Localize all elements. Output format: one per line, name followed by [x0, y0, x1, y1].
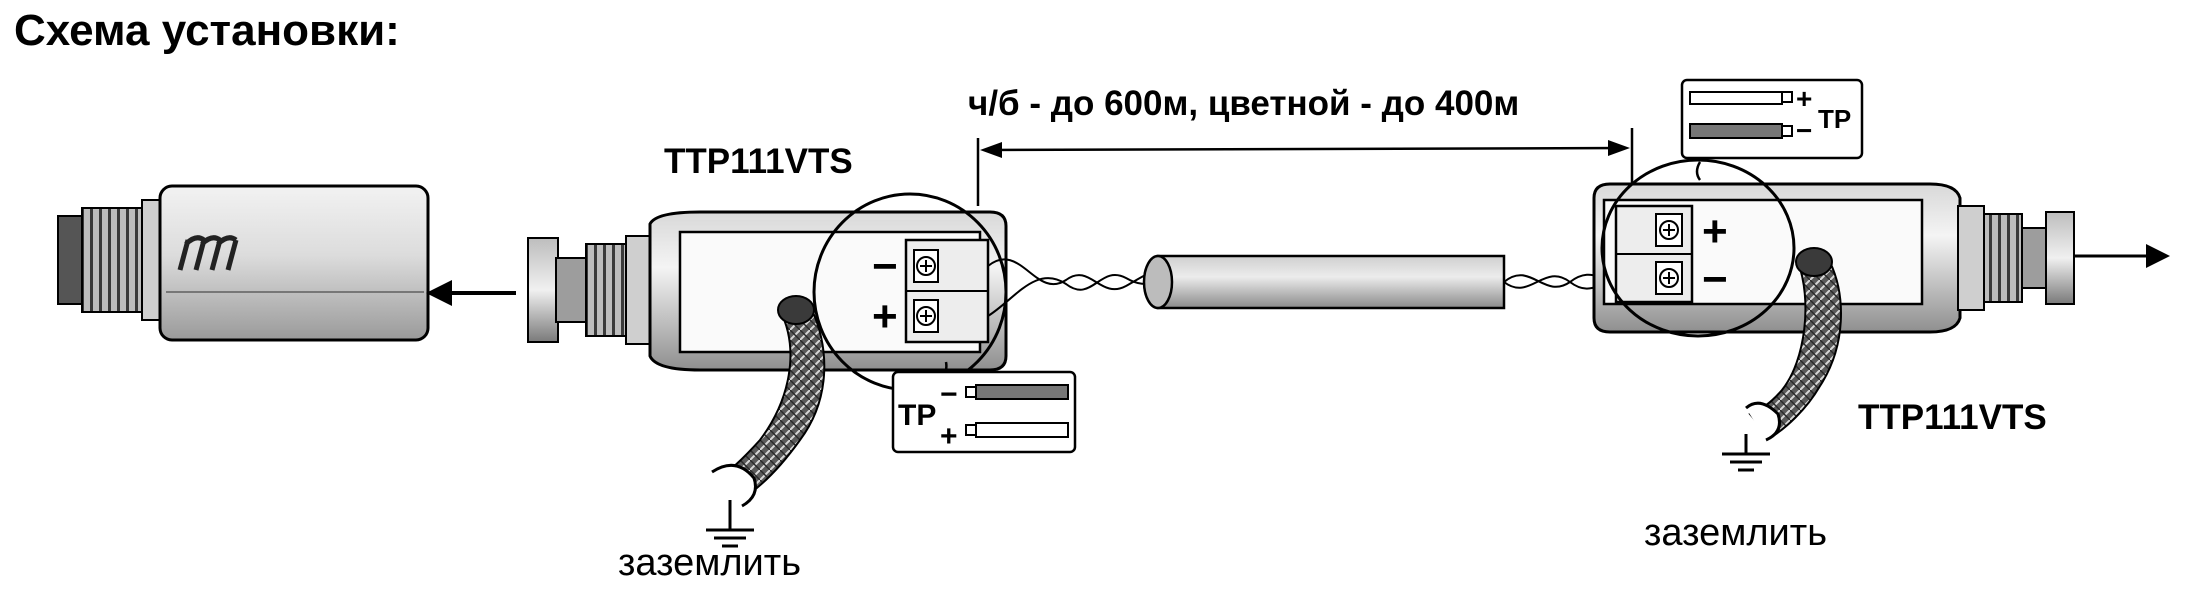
tp-label: TP [898, 399, 936, 432]
page-title: Схема установки: [14, 6, 400, 55]
camera [57, 184, 430, 342]
terminal-minus-sign: − [872, 242, 898, 291]
tp-plus-sign: + [940, 420, 958, 453]
terminal-plus-sign: + [1702, 207, 1728, 256]
signal-arrow-out [2074, 244, 2170, 268]
tp-terminal-box-right: + − TP [1680, 78, 1864, 160]
terminal-minus-sign: − [1702, 255, 1728, 304]
transceiver-left: − + [527, 192, 1008, 548]
terminal-plus-sign: + [872, 292, 898, 341]
distance-dimension [976, 128, 1634, 206]
twisted-pair-cable [987, 247, 1665, 317]
screw-terminal-icon [913, 249, 939, 333]
distance-label: ч/б - до 600м, цветной - до 400м [968, 84, 1520, 123]
transceiver-right-model: TTP111VTS [1858, 398, 2047, 437]
camera-logo-icon [177, 235, 239, 271]
ground-label-left: заземлить [618, 542, 801, 584]
tp-plus-sign: + [1796, 83, 1812, 114]
zoom-circle [1600, 158, 1796, 338]
ground-icon [1722, 452, 1770, 472]
ground-label-right: заземлить [1644, 512, 1827, 554]
transceiver-right: + − [1592, 158, 2075, 472]
screw-terminal-icon [1655, 213, 1683, 295]
transceiver-left-model: TTP111VTS [664, 142, 853, 181]
tp-minus-sign: − [1796, 115, 1812, 146]
ground-icon [706, 528, 754, 548]
signal-arrow-to-camera [426, 280, 516, 306]
tp-terminal-box-left: TP − + [891, 370, 1077, 454]
tp-minus-sign: − [940, 378, 958, 411]
tp-label: TP [1818, 104, 1851, 134]
